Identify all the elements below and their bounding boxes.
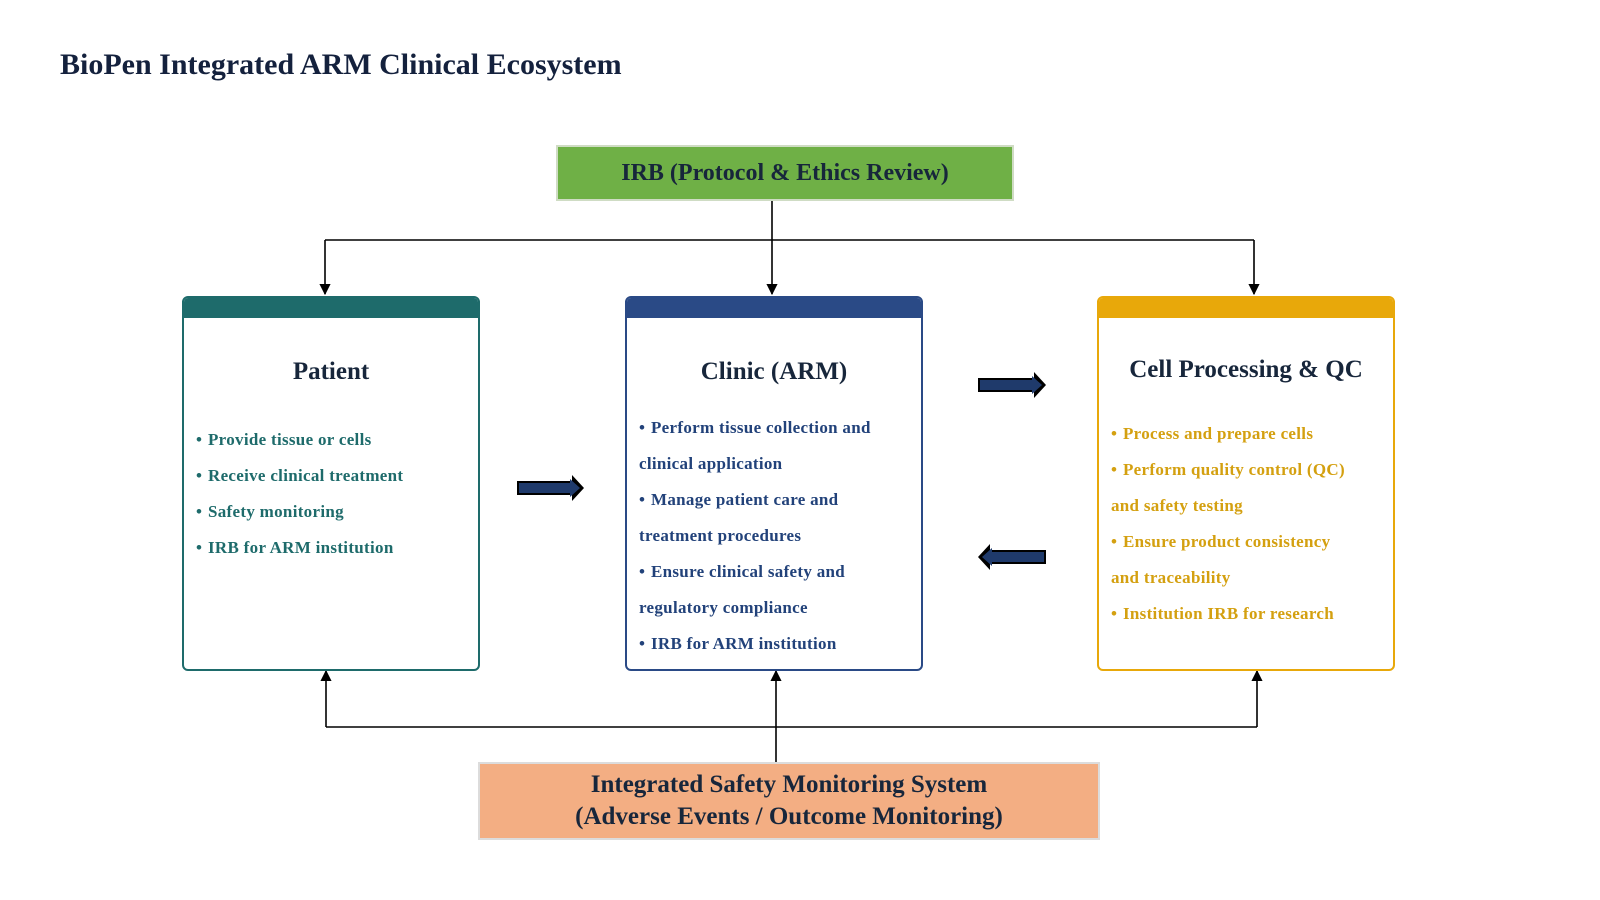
- list-item: •Institution IRB for research: [1111, 604, 1334, 623]
- list-item: •Manage patient care and: [639, 490, 839, 509]
- list-item-continuation: and safety testing: [1111, 496, 1243, 515]
- safety-line-2: (Adverse Events / Outcome Monitoring): [575, 803, 1003, 830]
- list-item: •Provide tissue or cells: [196, 430, 372, 449]
- list-item: •Receive clinical treatment: [196, 466, 404, 485]
- list-item-continuation: treatment procedures: [639, 526, 802, 545]
- safety-monitoring-box: Integrated Safety Monitoring System (Adv…: [478, 762, 1100, 840]
- list-item-continuation: regulatory compliance: [639, 598, 808, 617]
- clinic-heading: Clinic (ARM): [700, 358, 848, 385]
- irb-box: IRB (Protocol & Ethics Review): [556, 145, 1014, 201]
- list-item: •IRB for ARM institution: [196, 538, 394, 557]
- cell-heading: Cell Processing & QC: [1129, 356, 1363, 383]
- clinic-list: •Perform tissue collection and clinical …: [627, 410, 921, 662]
- safety-line-1: Integrated Safety Monitoring System: [590, 771, 988, 798]
- list-item: •IRB for ARM institution: [639, 634, 837, 653]
- list-item: •Safety monitoring: [196, 502, 344, 521]
- list-item: •Ensure clinical safety and: [639, 562, 846, 581]
- page-title: BioPen Integrated ARM Clinical Ecosystem: [60, 48, 622, 81]
- irb-distribution-lines: [319, 201, 1260, 296]
- safety-feedback-lines: [320, 669, 1263, 762]
- patient-card: Patient •Provide tissue or cells •Receiv…: [182, 296, 480, 671]
- patient-heading: Patient: [292, 358, 370, 385]
- clinic-card: Clinic (ARM) •Perform tissue collection …: [625, 296, 923, 671]
- cell-header-bar: [1099, 298, 1393, 318]
- list-item: •Perform quality control (QC): [1111, 460, 1345, 479]
- list-item-continuation: and traceability: [1111, 568, 1231, 587]
- list-item-continuation: clinical application: [639, 454, 783, 473]
- patient-to-clinic-arrow: [517, 475, 584, 501]
- cell-list: •Process and prepare cells •Perform qual…: [1099, 416, 1393, 632]
- clinic-to-cell-arrow: [978, 372, 1046, 398]
- cell-processing-card: Cell Processing & QC •Process and prepar…: [1097, 296, 1395, 671]
- irb-label: IRB (Protocol & Ethics Review): [621, 159, 949, 186]
- list-item: •Perform tissue collection and: [639, 418, 871, 437]
- cell-to-clinic-arrow: [978, 544, 1046, 570]
- list-item: •Process and prepare cells: [1111, 424, 1314, 443]
- clinic-header-bar: [627, 298, 921, 318]
- patient-header-bar: [184, 298, 478, 318]
- patient-list: •Provide tissue or cells •Receive clinic…: [184, 422, 478, 566]
- list-item: •Ensure product consistency: [1111, 532, 1331, 551]
